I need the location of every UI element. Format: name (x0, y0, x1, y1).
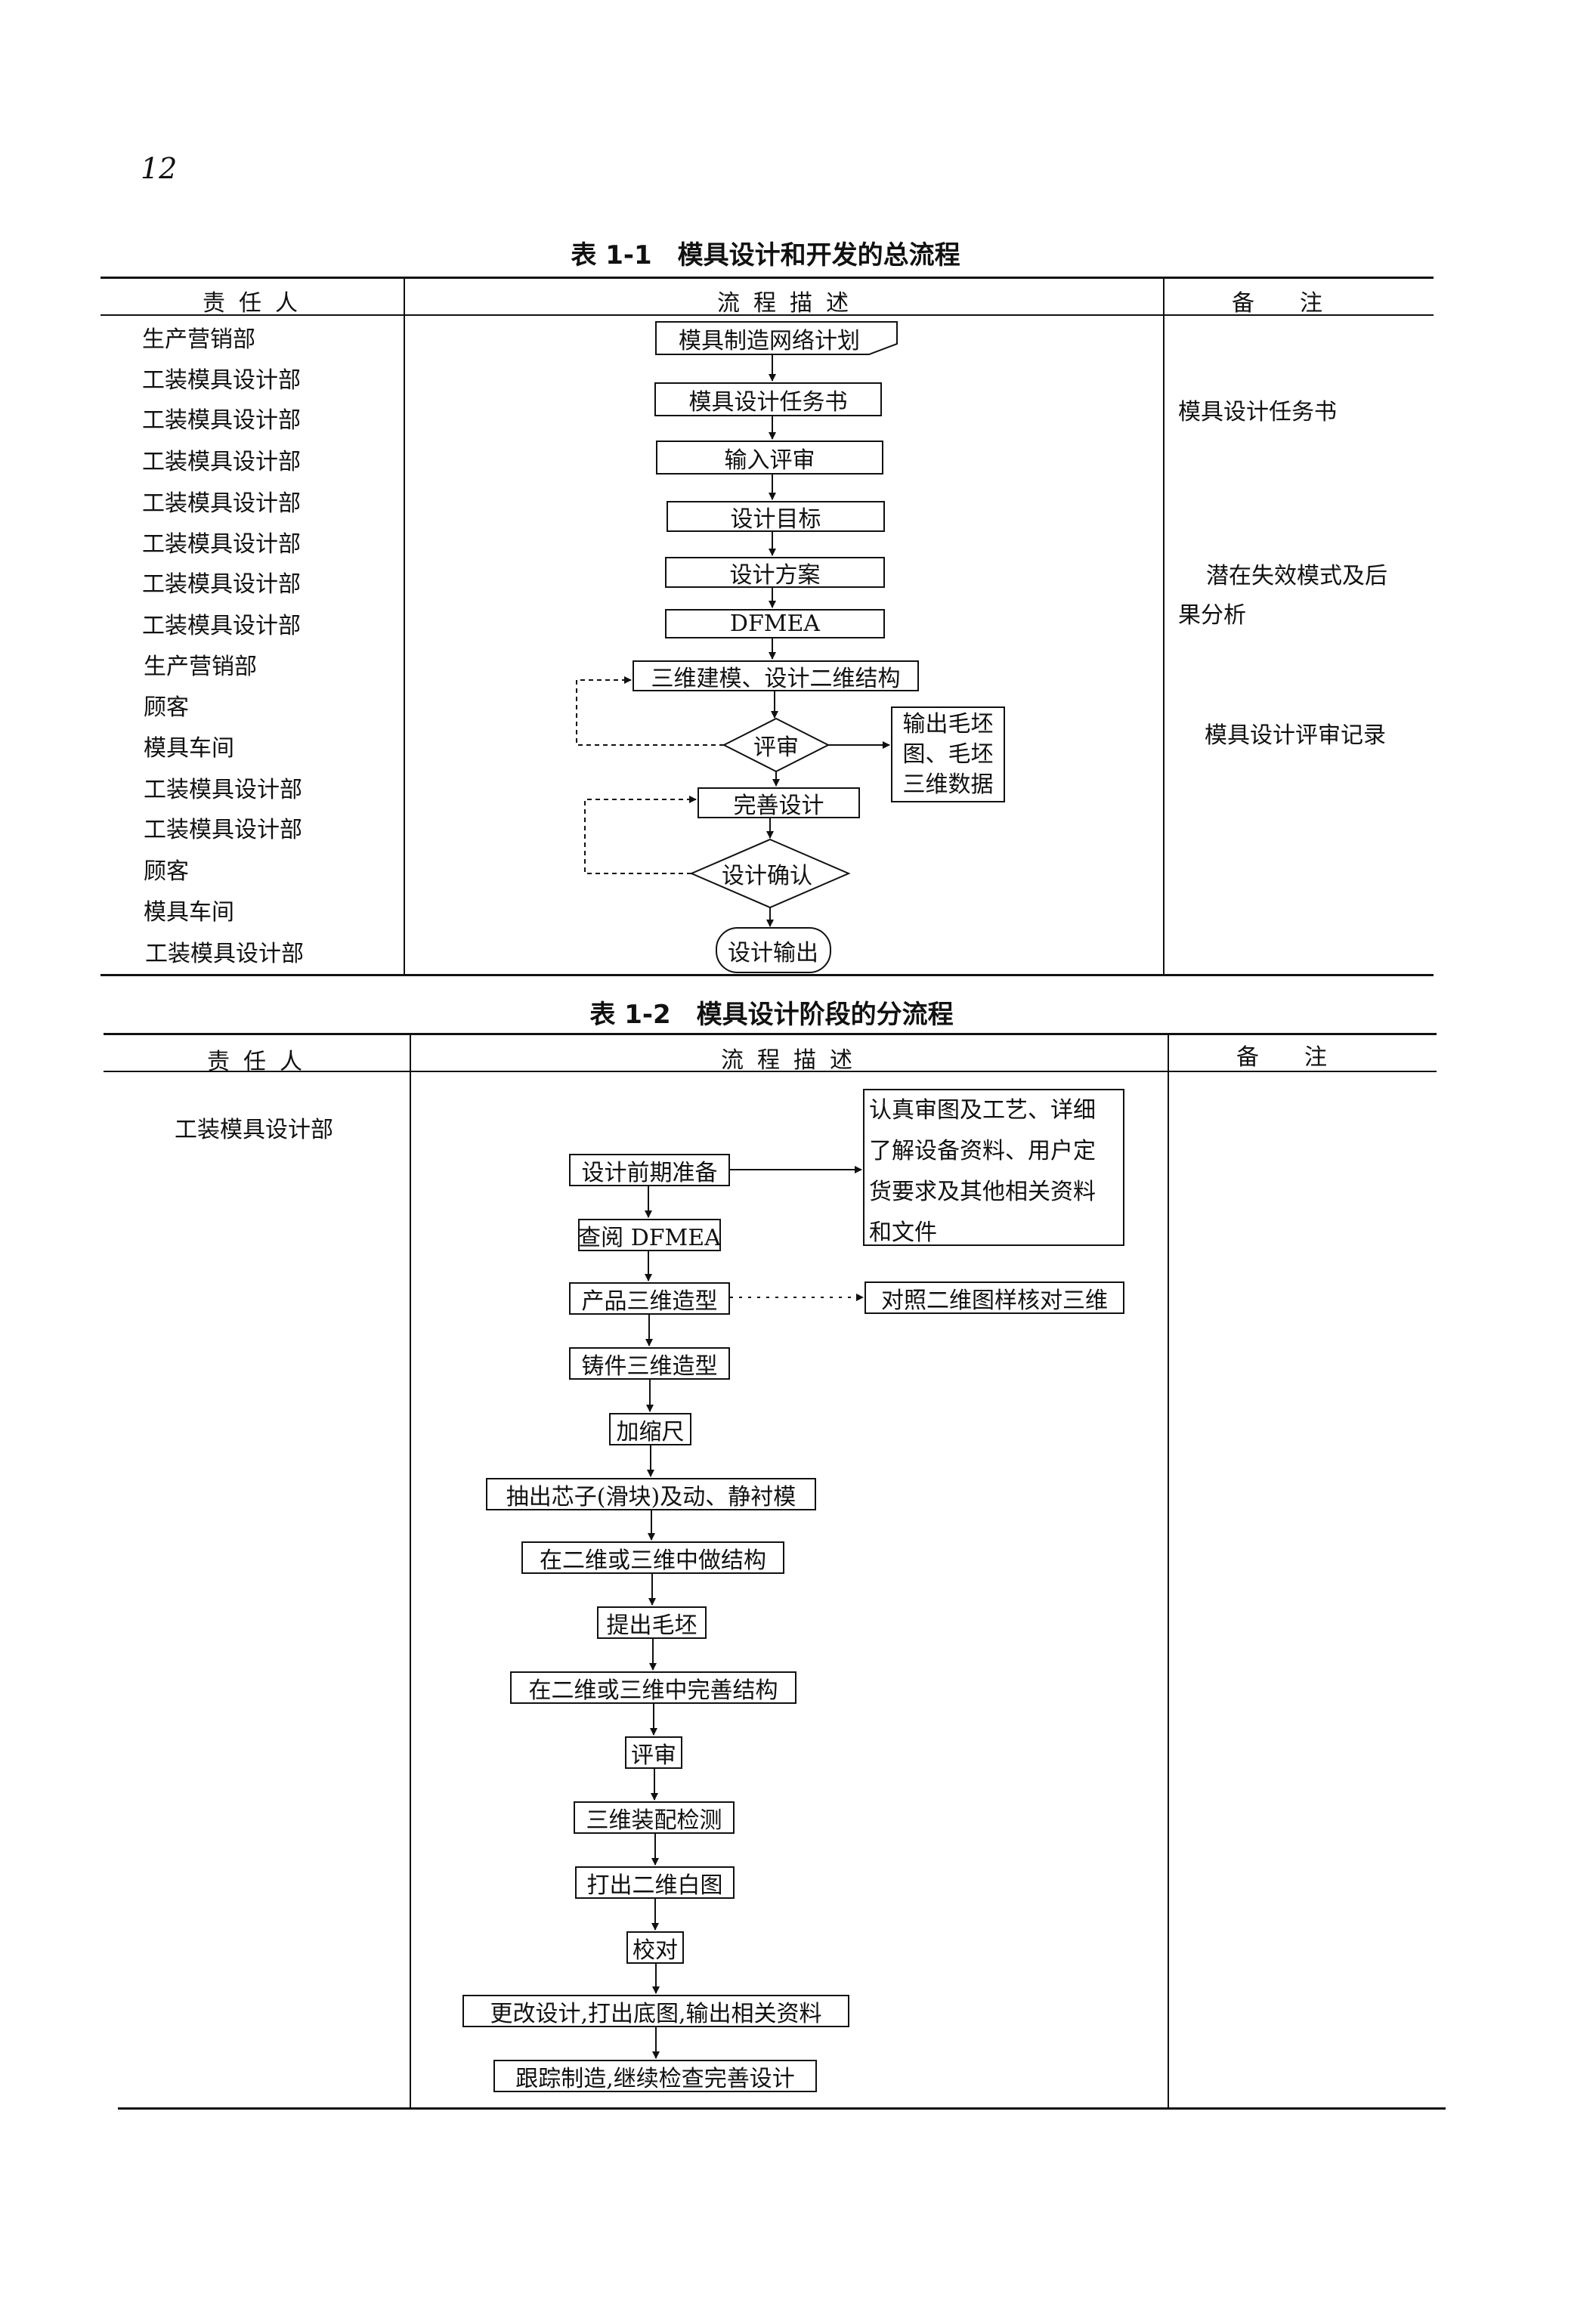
responsible-cell: 工装模具设计部 (142, 490, 301, 517)
network-plan-shape (655, 321, 898, 355)
step-box: 打出二维白图 (575, 1866, 735, 1899)
table-1-header-rule (101, 314, 1434, 316)
responsible-cell: 工装模具设计部 (175, 1117, 333, 1143)
responsible-cell: 生产营销部 (142, 326, 255, 353)
decision-review: 评审 (753, 734, 799, 761)
side-note-check-3d: 对照二维图样核对三维 (865, 1281, 1124, 1314)
blank-output-box: 输出毛坯 图、毛坯 三维数据 (891, 706, 1005, 802)
step-box: 更改设计,打出底图,输出相关资料 (462, 1995, 849, 2027)
responsible-cell: 顾客 (144, 694, 189, 721)
responsible-cell: 顾客 (144, 858, 189, 885)
page-number: 12 (141, 152, 178, 185)
blank-output-line: 三维数据 (902, 771, 994, 798)
step-box: 设计前期准备 (569, 1154, 730, 1186)
step-box: 抽出芯子(滑块)及动、静衬模 (486, 1478, 816, 1510)
step-input-review: 输入评审 (656, 441, 883, 475)
table-1-bottom-rule (101, 974, 1434, 976)
responsible-cell: 工装模具设计部 (142, 531, 301, 558)
step-dfmea: DFMEA (665, 609, 885, 638)
note-line: 和文件 (869, 1220, 937, 1246)
note-review-record: 模具设计评审记录 (1205, 722, 1386, 749)
table-2-bottom-rule (118, 2107, 1446, 2110)
step-box: 评审 (625, 1736, 682, 1769)
responsible-cell: 工装模具设计部 (142, 571, 301, 598)
responsible-cell: 模具车间 (144, 899, 234, 926)
step-box: 校对 (626, 1931, 684, 1964)
step-network-plan: 模具制造网络计划 (679, 328, 860, 354)
responsible-cell: 模具车间 (144, 735, 234, 762)
step-box: 跟踪制造,继续检查完善设计 (493, 2060, 817, 2092)
table-1-col-divider (1163, 278, 1165, 975)
header-notes: 备注 (1236, 1044, 1372, 1071)
step-design-goal: 设计目标 (667, 501, 885, 533)
header-responsible: 责任人 (203, 290, 311, 317)
step-3d-modeling: 三维建模、设计二维结构 (633, 660, 919, 692)
table-1-flow-connectors (576, 321, 898, 973)
responsible-cell: 工装模具设计部 (142, 613, 301, 639)
table-1-col-divider (404, 278, 405, 975)
responsible-cell: 工装模具设计部 (142, 449, 301, 475)
step-design-scheme: 设计方案 (665, 557, 885, 589)
note-task-book: 模具设计任务书 (1178, 399, 1337, 425)
note-line: 货要求及其他相关资料 (869, 1179, 1096, 1205)
blank-output-line: 输出毛坯 (902, 710, 994, 737)
responsible-cell: 工装模具设计部 (144, 777, 302, 803)
note-fmea-cont: 果分析 (1178, 602, 1246, 629)
decision-confirm: 设计确认 (722, 863, 812, 889)
step-box: 查阅 DFMEA (578, 1219, 721, 1251)
table-2-col-divider (410, 1034, 411, 2108)
header-notes: 备注 (1232, 290, 1368, 317)
blank-output-line: 图、毛坯 (902, 740, 994, 768)
responsible-cell: 工装模具设计部 (142, 367, 301, 394)
table-1-title: 表 1-1 模具设计和开发的总流程 (571, 240, 960, 271)
step-box: 提出毛坯 (597, 1606, 707, 1639)
table-2-header-rule (104, 1071, 1437, 1072)
table-2-title: 表 1-2 模具设计阶段的分流程 (589, 1000, 954, 1030)
header-responsible: 责任人 (207, 1049, 316, 1075)
step-improve-design: 完善设计 (697, 787, 860, 819)
step-box: 加缩尺 (609, 1413, 691, 1445)
improve-loop-dashed (584, 796, 697, 874)
responsible-cell: 工装模具设计部 (145, 941, 304, 967)
step-task-book: 模具设计任务书 (654, 382, 882, 416)
table-1-top-rule (101, 277, 1434, 279)
table-2-top-rule (104, 1033, 1437, 1035)
side-note-preparation: 认真审图及工艺、详细 了解设备资料、用户定 货要求及其他相关资料 和文件 (863, 1089, 1124, 1246)
step-box: 三维装配检测 (574, 1801, 735, 1834)
responsible-cell: 工装模具设计部 (144, 817, 302, 843)
note-line: 了解设备资料、用户定 (869, 1138, 1096, 1164)
step-box: 产品三维造型 (569, 1282, 730, 1315)
terminal-output: 设计输出 (728, 940, 818, 966)
note-line: 认真审图及工艺、详细 (869, 1097, 1096, 1124)
step-box: 铸件三维造型 (569, 1347, 730, 1380)
header-flow: 流程描述 (717, 290, 862, 317)
table-2-col-divider (1168, 1034, 1169, 2108)
responsible-cell: 工装模具设计部 (142, 407, 301, 434)
output-terminal-shape (716, 927, 831, 973)
responsible-cell: 生产营销部 (144, 654, 257, 680)
header-flow: 流程描述 (721, 1047, 866, 1074)
step-box: 在二维或三维中完善结构 (510, 1671, 796, 1704)
step-box: 在二维或三维中做结构 (521, 1541, 784, 1574)
note-fmea: 潜在失效模式及后 (1206, 563, 1387, 589)
